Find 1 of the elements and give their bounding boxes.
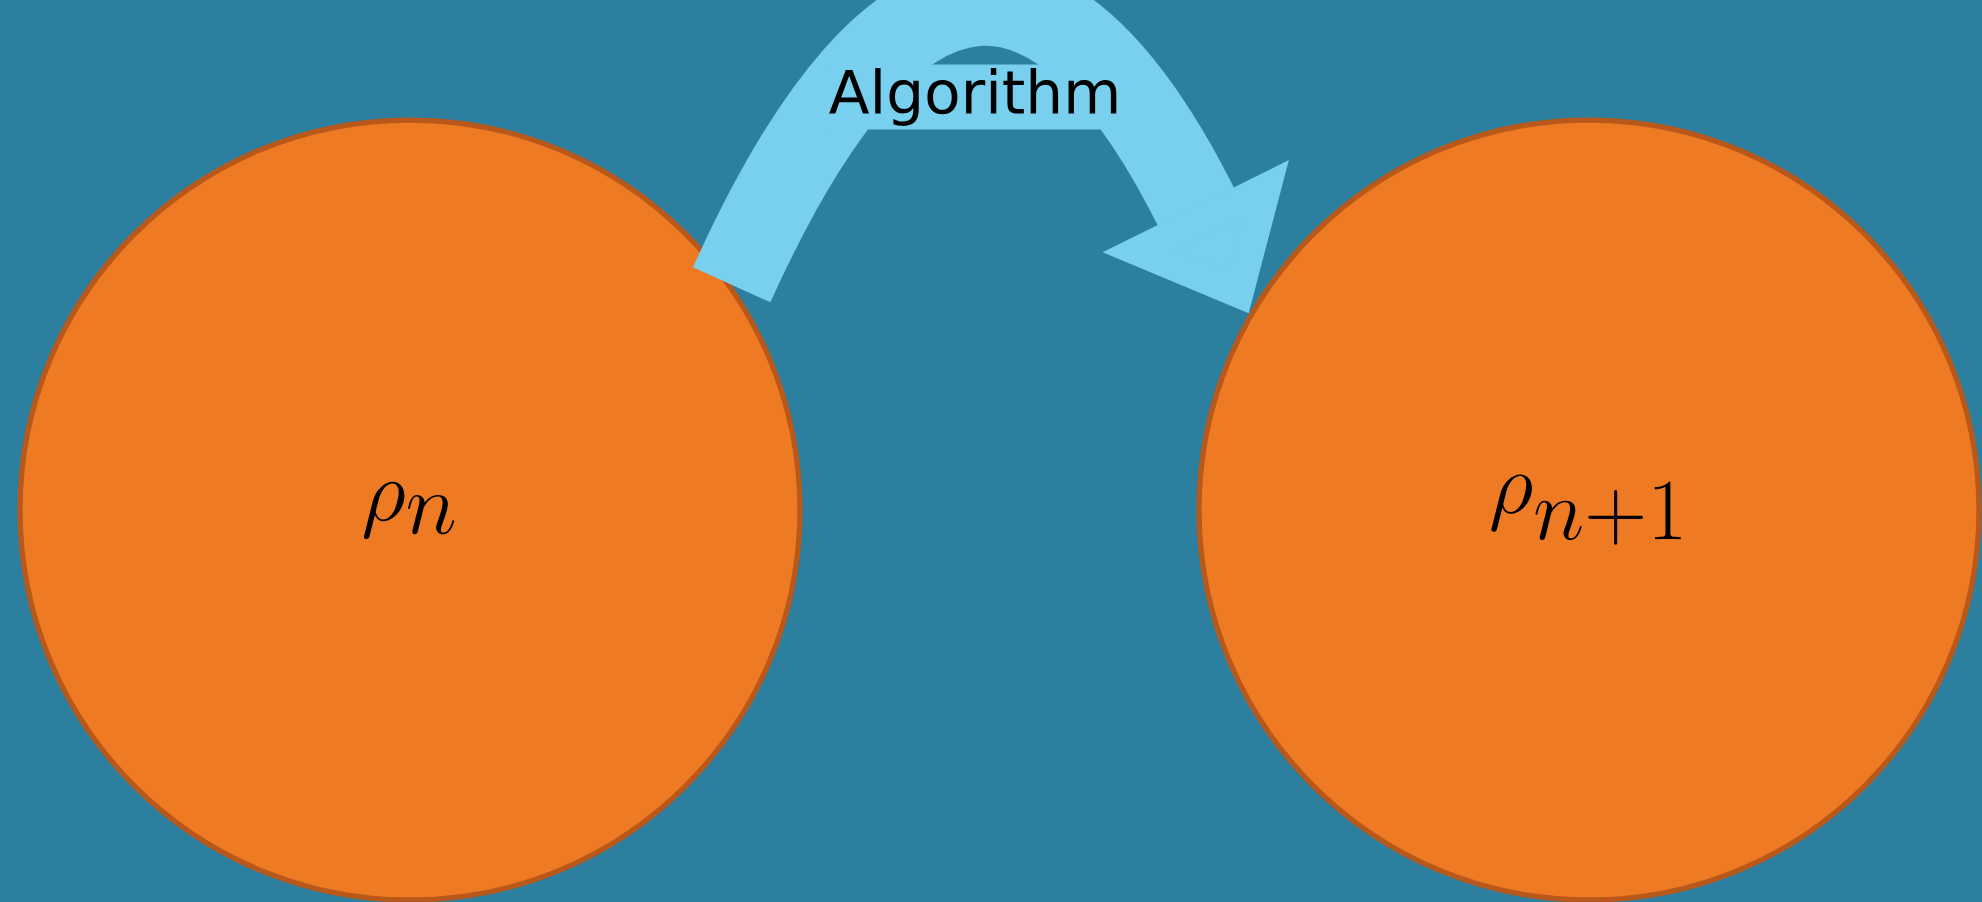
edge-label: Algorithm: [829, 68, 1117, 126]
